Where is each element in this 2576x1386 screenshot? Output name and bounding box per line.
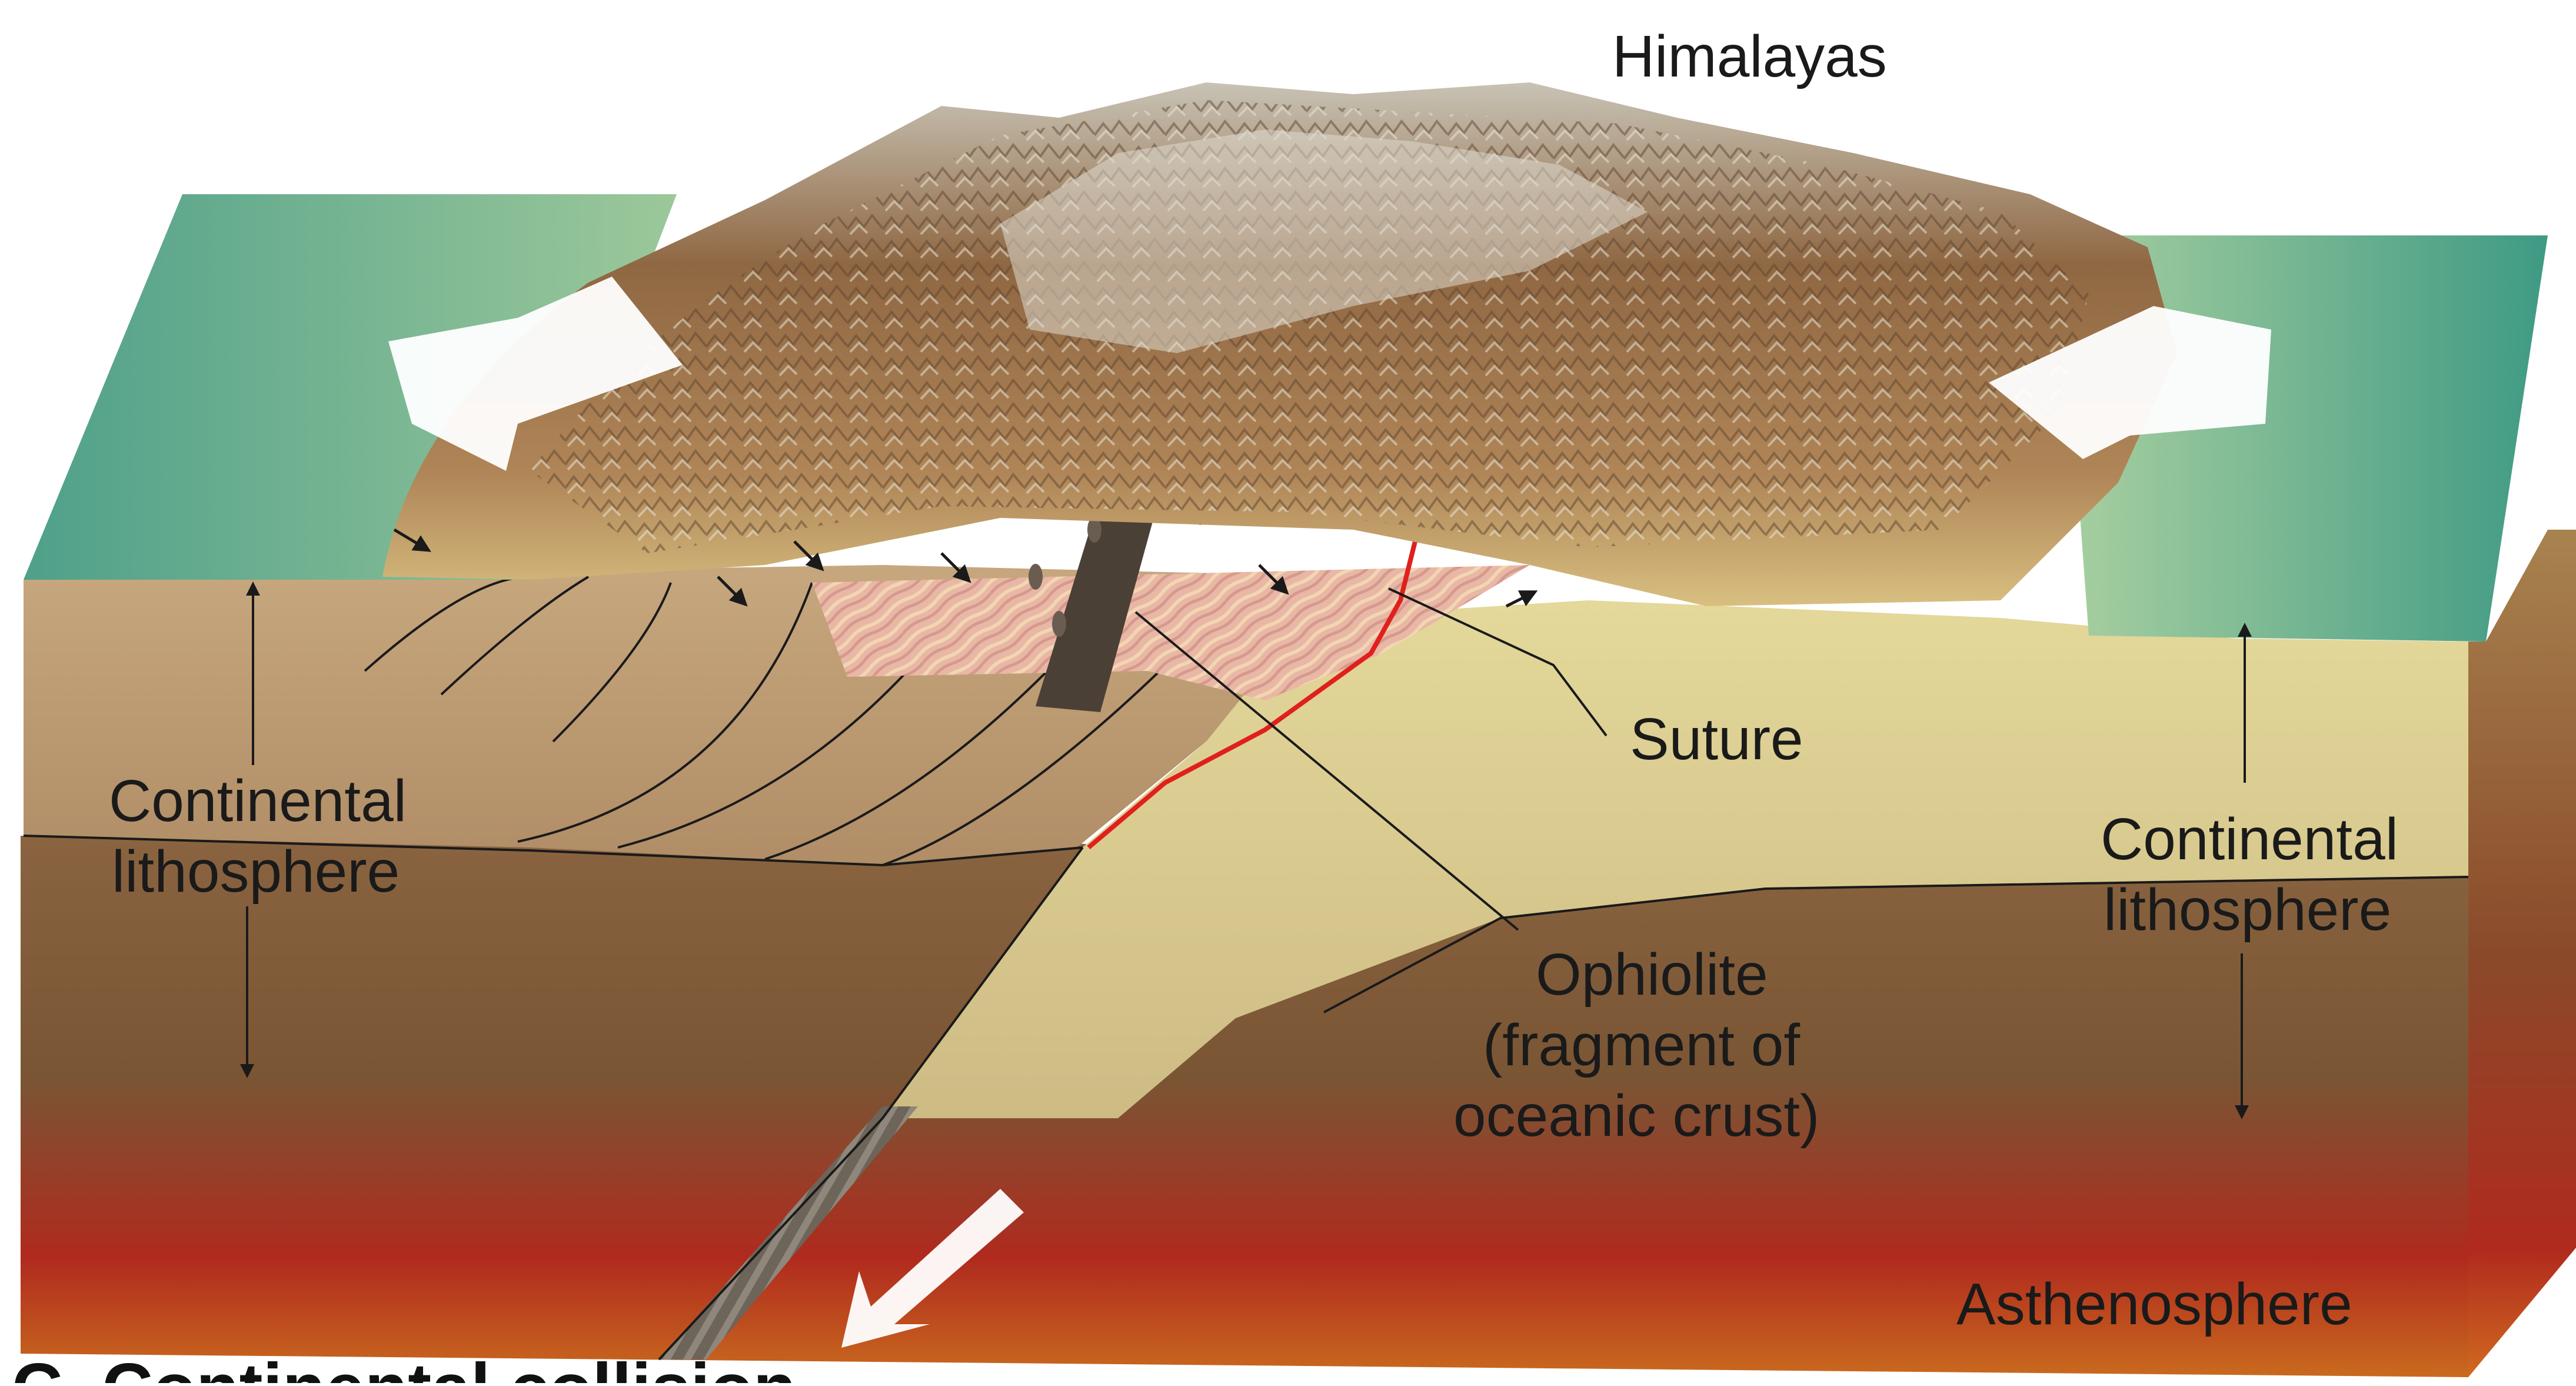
suture-label: Suture xyxy=(1630,706,1803,772)
left-lithosphere-label-line1: Continental xyxy=(109,768,407,834)
himalayas-label: Himalayas xyxy=(1612,24,1887,89)
ophiolite-label-line2: (fragment of xyxy=(1483,1012,1800,1078)
right-lithosphere-label-line1: Continental xyxy=(2101,806,2398,872)
figure-caption-fragment: C. Continental collision xyxy=(12,1349,796,1383)
asthenosphere-label: Asthenosphere xyxy=(1956,1271,2352,1337)
left-lithosphere-label-line2: lithosphere xyxy=(112,839,400,905)
ophiolite-label-line3: oceanic crust) xyxy=(1453,1083,1819,1149)
right-lithosphere-label-line2: lithosphere xyxy=(2104,877,2391,943)
block-side-face xyxy=(2468,530,2576,1377)
ophiolite-label-line1: Ophiolite xyxy=(1536,942,1768,1008)
